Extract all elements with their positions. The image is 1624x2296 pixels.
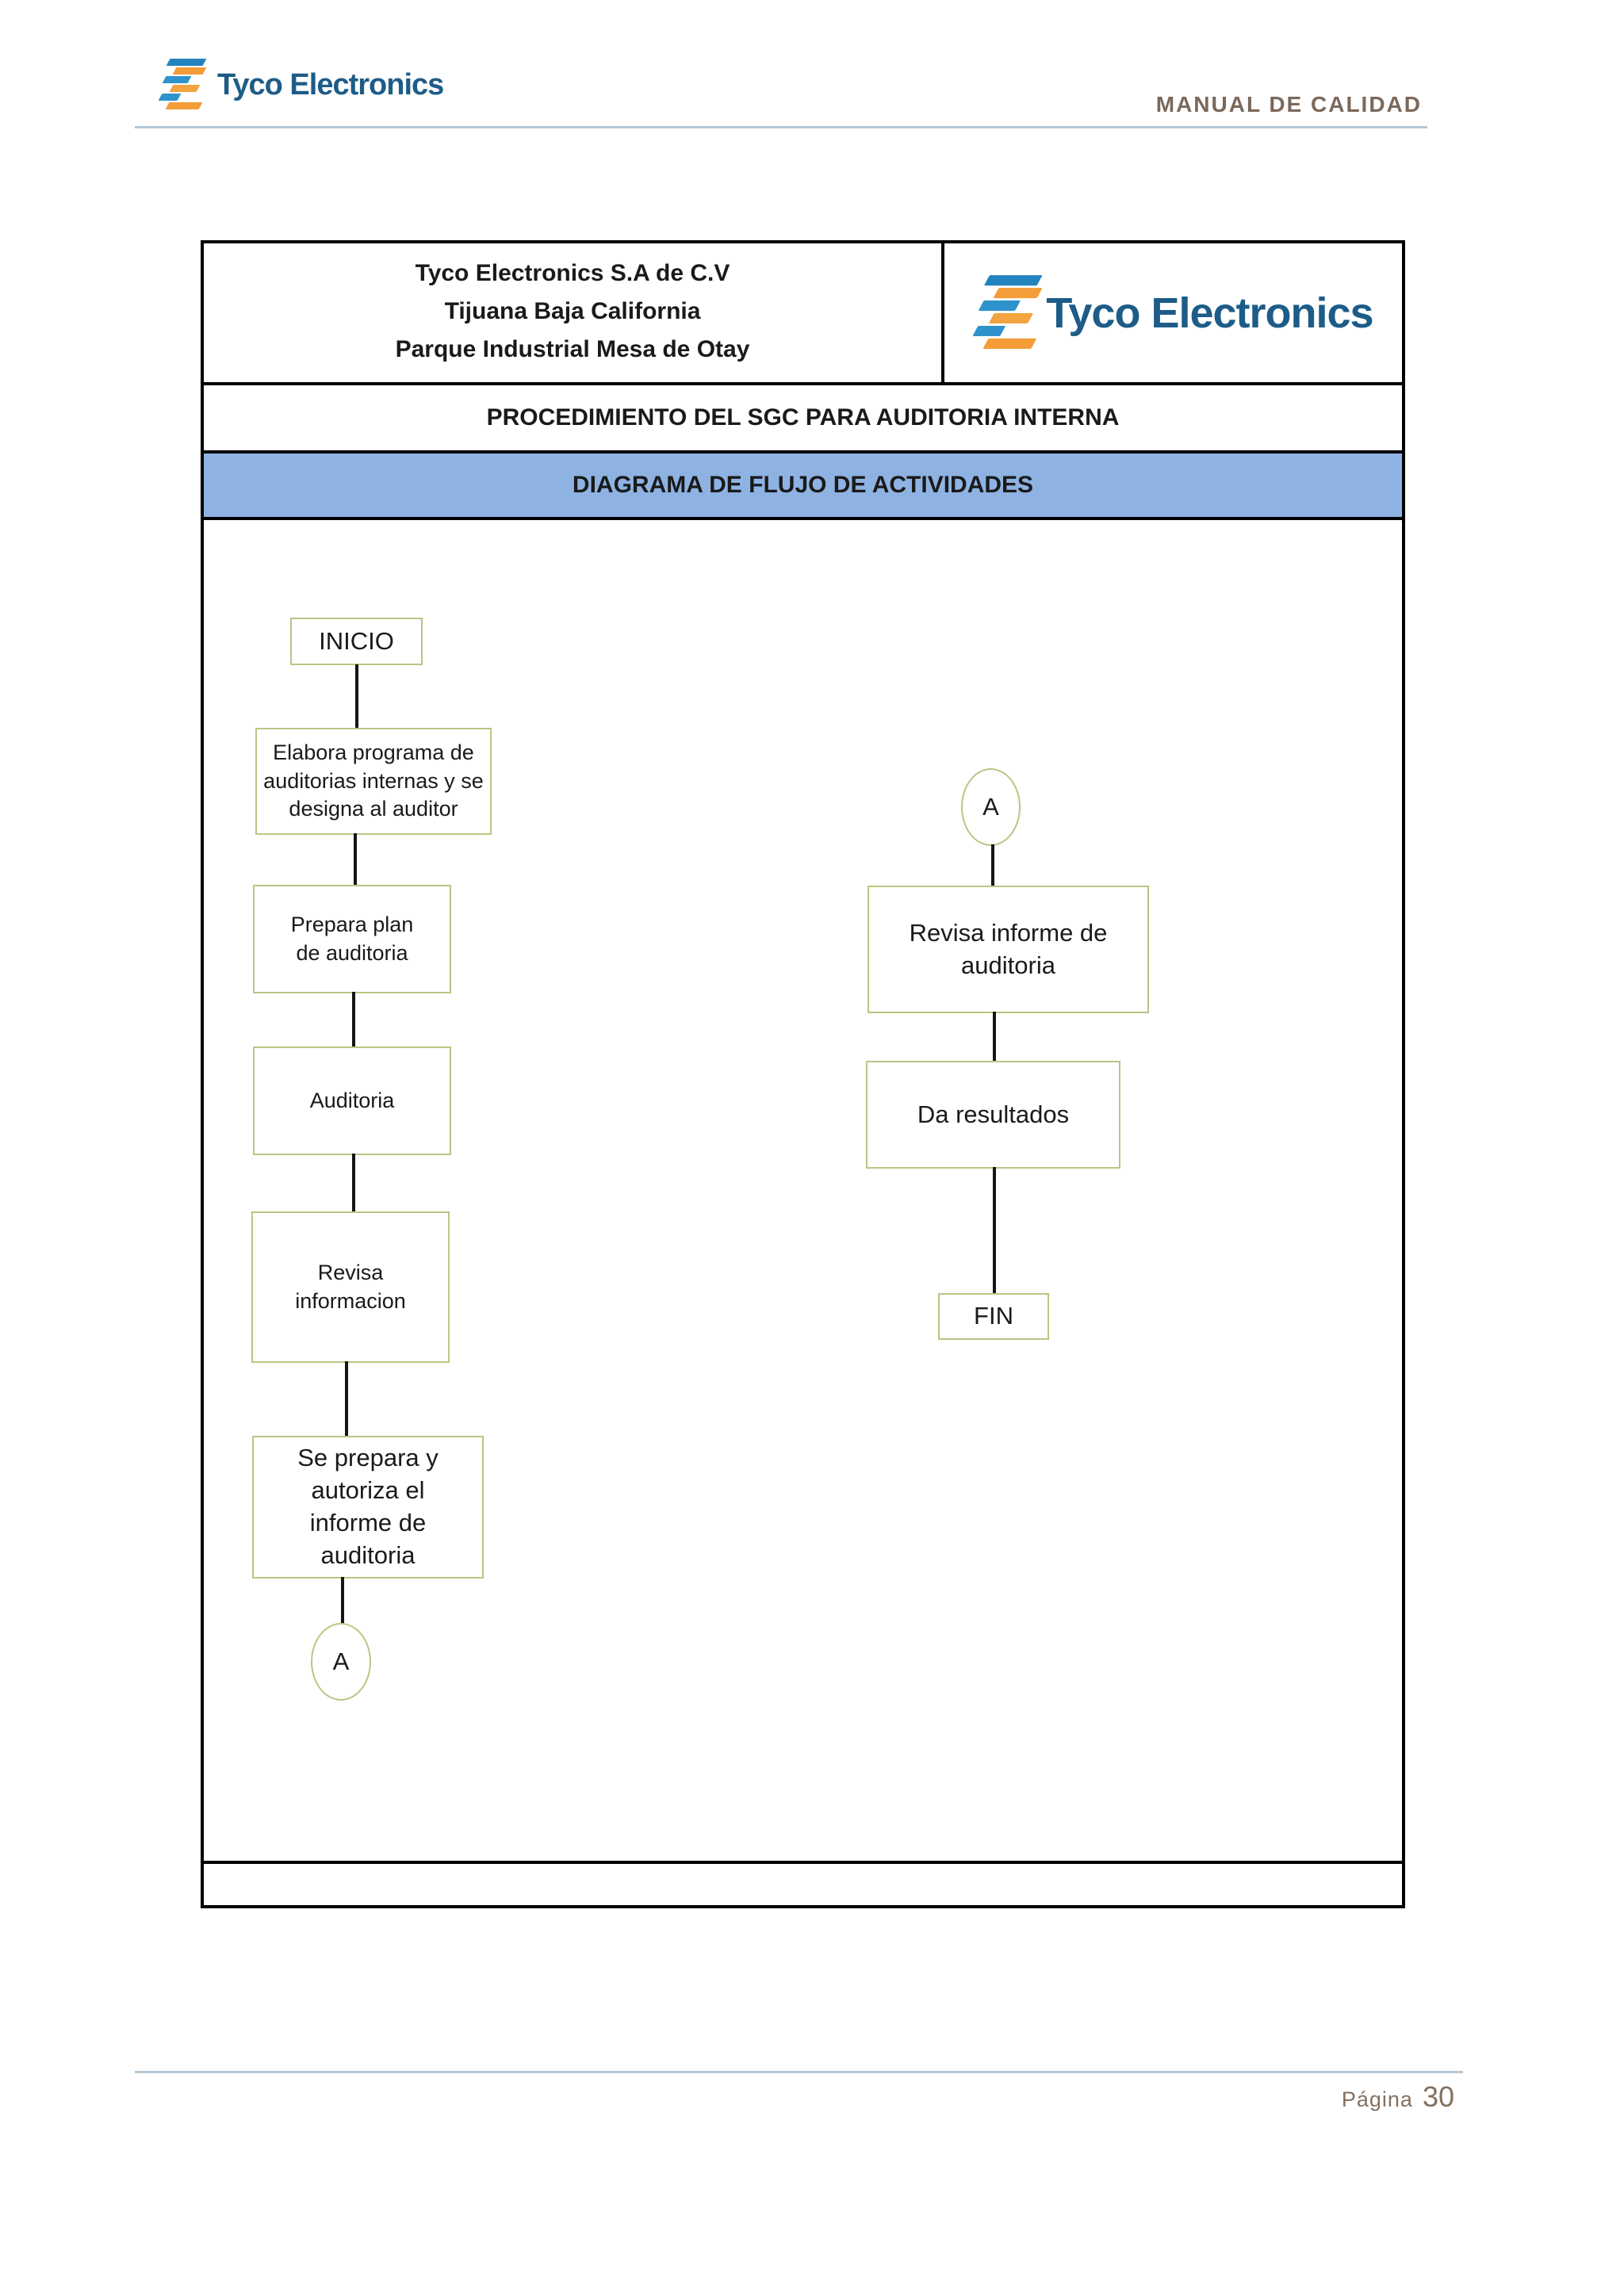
flow-node-revisa-informe: Revisa informe de auditoria — [868, 886, 1149, 1013]
flowchart-area — [204, 520, 1402, 1864]
footer-rule — [135, 2071, 1463, 2073]
company-info-cell: Tyco Electronics S.A de C.V Tijuana Baja… — [204, 243, 944, 382]
flow-node-revisa-informacion: Revisa informacion — [251, 1211, 450, 1363]
flow-connector-a-right: A — [961, 768, 1021, 846]
table-brand-text: Tyco Electronics — [1046, 289, 1373, 337]
manual-title: MANUAL DE CALIDAD — [1155, 92, 1422, 117]
company-name: Tyco Electronics S.A de C.V — [415, 260, 730, 286]
table-footer-row — [204, 1864, 1402, 1895]
table-brand-logo: Tyco Electronics — [972, 274, 1374, 349]
flow-node-fin: FIN — [938, 1293, 1049, 1340]
flow-connector — [355, 664, 358, 729]
flow-connector — [991, 844, 994, 887]
footer-page-number: 30 — [1422, 2080, 1454, 2113]
flow-node-se-prepara-informe: Se prepara y autoriza el informe de audi… — [252, 1436, 484, 1578]
tyco-logo-icon — [158, 59, 207, 111]
flow-connector — [341, 1577, 344, 1624]
tyco-logo-icon — [972, 274, 1043, 351]
diagram-title-banner: DIAGRAMA DE FLUJO DE ACTIVIDADES — [204, 453, 1402, 520]
logo-cell: Tyco Electronics — [944, 243, 1402, 382]
flow-connector — [354, 833, 357, 886]
flow-connector — [352, 992, 355, 1048]
procedure-title-row: PROCEDIMIENTO DEL SGC PARA AUDITORIA INT… — [204, 385, 1402, 453]
flow-node-auditoria: Auditoria — [253, 1047, 451, 1155]
footer-page-label: Página — [1341, 2087, 1413, 2111]
header-rule — [135, 126, 1427, 128]
footer-page-indicator: Página 30 — [1342, 2080, 1454, 2114]
flow-node-da-resultados: Da resultados — [866, 1061, 1120, 1169]
company-address: Parque Industrial Mesa de Otay — [395, 336, 750, 362]
table-header-row: Tyco Electronics S.A de C.V Tijuana Baja… — [204, 243, 1402, 385]
flow-node-inicio: INICIO — [290, 618, 423, 665]
flow-connector — [993, 1012, 996, 1062]
company-city: Tijuana Baja California — [444, 298, 701, 324]
flow-connector — [993, 1167, 996, 1295]
flow-connector — [352, 1154, 355, 1213]
header-brand-logo: Tyco Electronics — [158, 59, 444, 111]
flow-connector — [345, 1361, 348, 1437]
header-brand-text: Tyco Electronics — [217, 67, 444, 101]
flow-connector-a-left: A — [311, 1623, 371, 1701]
flow-node-elabora-programa: Elabora programa de auditorias internas … — [255, 728, 492, 835]
flow-node-prepara-plan: Prepara plan de auditoria — [253, 885, 451, 993]
